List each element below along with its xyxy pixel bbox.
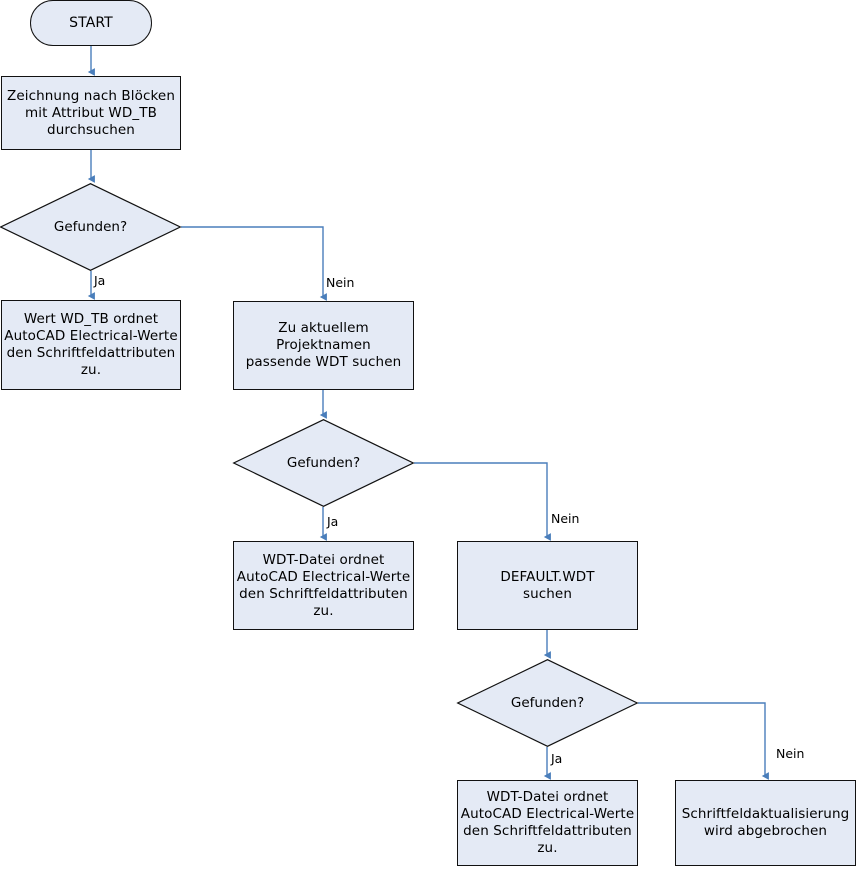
node-wdt-assign-2[interactable]: WDT-Datei ordnet AutoCAD Electrical-Wert… — [457, 780, 638, 866]
edge-decision3-nein — [638, 702, 769, 780]
node-decision-2-label: Gefunden? — [286, 454, 361, 471]
node-wdt-assign-1-label: WDT-Datei ordnet AutoCAD Electrical-Wert… — [236, 551, 411, 619]
edge-label-decision2-ja: Ja — [327, 514, 339, 529]
diamond-shape-1 — [0, 183, 182, 271]
edge-label-decision3-nein: Nein — [776, 746, 805, 761]
node-abort[interactable]: Schriftfeldaktualisierung wird abgebroch… — [675, 780, 856, 866]
edge-decision1-nein — [181, 226, 327, 301]
node-search-default-wdt[interactable]: DEFAULT.WDT suchen — [457, 541, 638, 630]
node-decision-1[interactable]: Gefunden? — [0, 183, 182, 271]
edge-label-decision1-ja: Ja — [94, 273, 106, 288]
node-wdt-assign-2-label: WDT-Datei ordnet AutoCAD Electrical-Wert… — [460, 789, 635, 856]
node-search-project-wdt-label: Zu aktuellem Projektnamen passende WDT s… — [245, 320, 402, 370]
diamond-shape-2 — [232, 419, 415, 507]
edge-label-decision2-nein: Nein — [551, 511, 580, 526]
node-search-default-wdt-label: DEFAULT.WDT suchen — [500, 568, 595, 602]
node-search-project-wdt[interactable]: Zu aktuellem Projektnamen passende WDT s… — [233, 301, 414, 390]
node-wd-tb-assign-label: Wert WD_TB ordnet AutoCAD Electrical-Wer… — [4, 311, 178, 378]
node-decision-1-label: Gefunden? — [53, 218, 128, 235]
node-search-blocks-label: Zeichnung nach Blöcken mit Attribut WD_T… — [6, 87, 175, 138]
node-decision-2[interactable]: Gefunden? — [232, 419, 415, 507]
edge-decision2-nein — [414, 462, 551, 541]
node-wd-tb-assign[interactable]: Wert WD_TB ordnet AutoCAD Electrical-Wer… — [1, 300, 181, 390]
diamond-shape-3 — [456, 659, 639, 747]
node-decision-3-label: Gefunden? — [510, 694, 585, 711]
edge-label-decision3-ja: Ja — [551, 751, 563, 766]
node-abort-label: Schriftfeldaktualisierung wird abgebroch… — [681, 806, 850, 839]
edge-label-decision1-nein: Nein — [326, 275, 355, 290]
node-start-label: START — [69, 14, 113, 31]
node-wdt-assign-1[interactable]: WDT-Datei ordnet AutoCAD Electrical-Wert… — [233, 541, 414, 630]
node-search-blocks[interactable]: Zeichnung nach Blöcken mit Attribut WD_T… — [1, 76, 181, 150]
node-decision-3[interactable]: Gefunden? — [456, 659, 639, 747]
node-start[interactable]: START — [30, 0, 152, 46]
